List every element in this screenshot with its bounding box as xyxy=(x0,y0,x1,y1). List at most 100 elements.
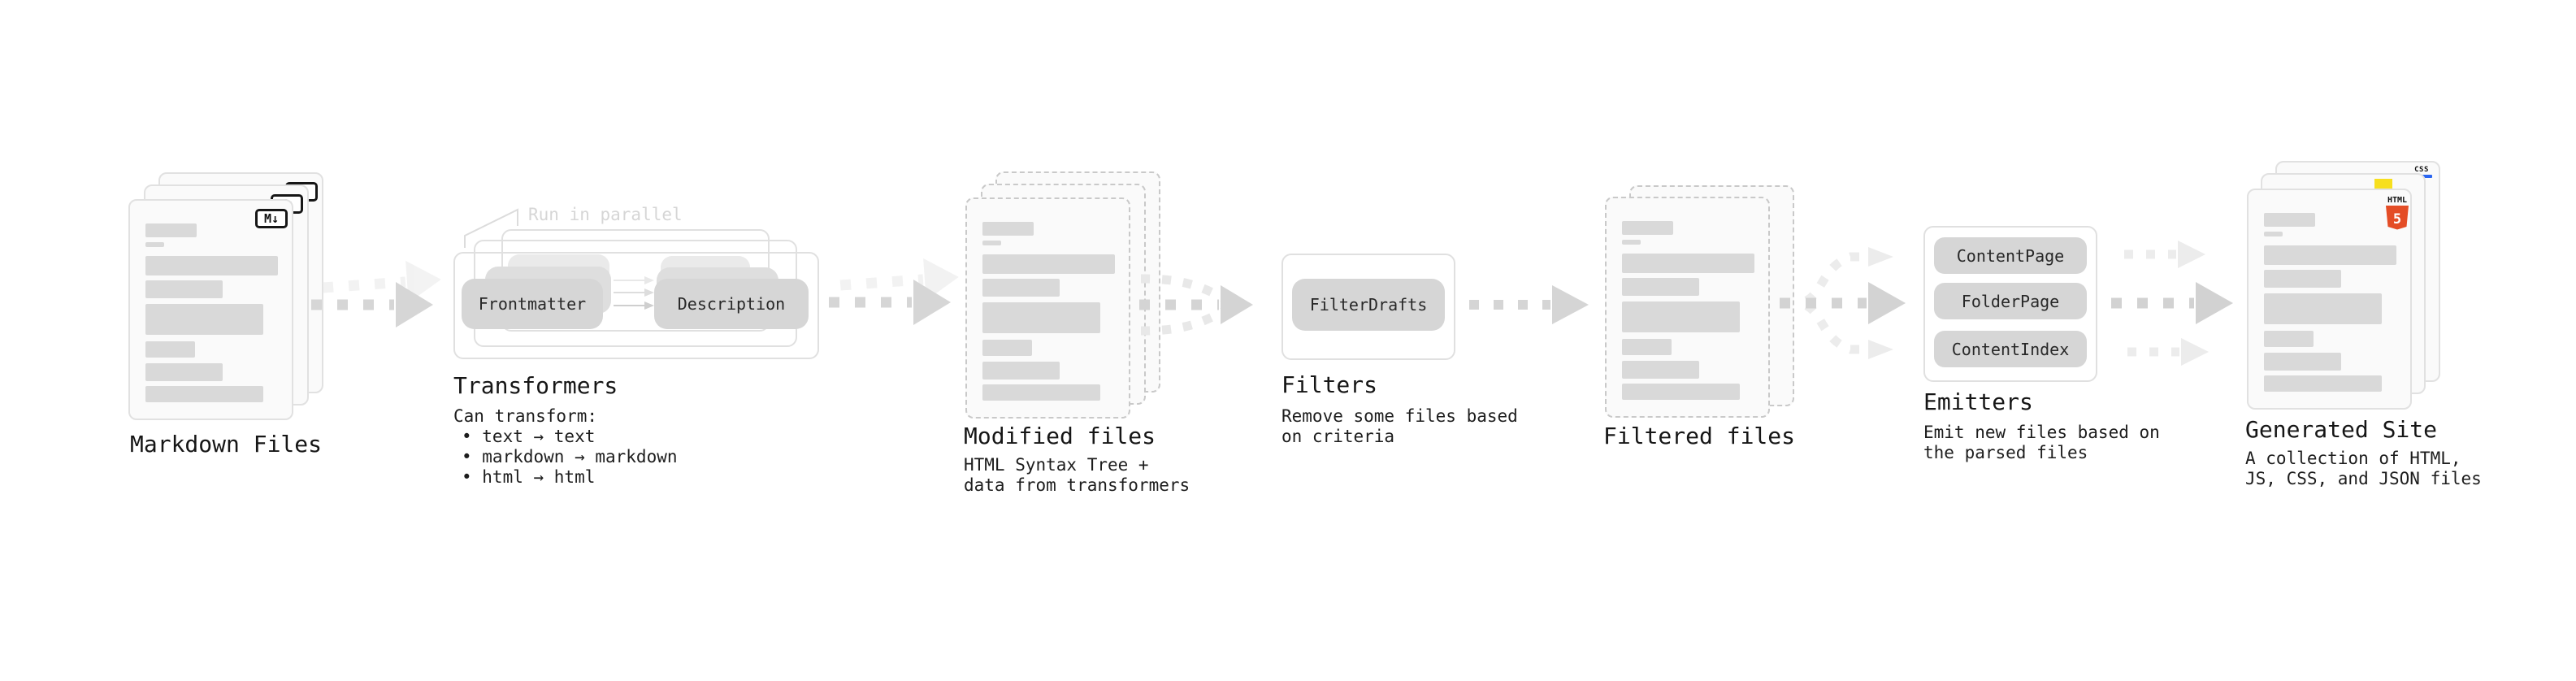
stage-description: Emit new files based on the parsed files xyxy=(1923,423,2160,463)
document-card: M↓ xyxy=(128,199,293,420)
skeleton-bar xyxy=(982,254,1115,274)
skeleton-bar xyxy=(982,362,1060,380)
arrowhead-icon xyxy=(2181,338,2209,366)
mini-arrow-icon xyxy=(614,288,654,297)
emitter-contentpage-chip: ContentPage xyxy=(1934,237,2087,274)
skeleton-bar xyxy=(145,242,164,247)
desc-line: Can transform: xyxy=(453,406,598,426)
skeleton-bar xyxy=(1622,240,1641,245)
skeleton-bar xyxy=(1622,221,1673,235)
arrowhead-icon xyxy=(2178,241,2205,268)
skeleton-bar xyxy=(1622,339,1672,355)
skeleton-bar xyxy=(2264,293,2382,324)
desc-line: • text → text xyxy=(462,427,596,446)
ghost-arrow-icon xyxy=(322,260,441,303)
arrow-modified-to-filters xyxy=(1139,274,1253,336)
stage-title: Filtered files xyxy=(1603,423,1796,449)
skeleton-bar xyxy=(145,386,263,402)
skeleton-lines xyxy=(1622,221,1754,400)
stage-title: Transformers xyxy=(453,372,618,399)
desc-line: HTML Syntax Tree + xyxy=(964,455,1149,475)
skeleton-bar xyxy=(982,222,1034,236)
desc-line: data from transformers xyxy=(964,475,1190,495)
arrowhead-icon xyxy=(1552,285,1589,324)
markdown-icon: M↓ xyxy=(255,209,288,228)
desc-line: A collection of HTML, xyxy=(2245,449,2461,468)
skeleton-bar xyxy=(982,241,1001,245)
arrowhead-icon xyxy=(396,282,433,327)
run-in-parallel-note: Run in parallel xyxy=(528,205,683,224)
arrow-filtered-to-emitters xyxy=(1780,247,1906,359)
skeleton-bar xyxy=(982,302,1100,333)
skeleton-bar xyxy=(1622,384,1740,400)
stage-description: A collection of HTML, JS, CSS, and JSON … xyxy=(2245,449,2482,489)
skeleton-bar xyxy=(982,279,1060,297)
skeleton-bar xyxy=(2264,213,2315,227)
desc-line: the parsed files xyxy=(1923,443,2088,462)
desc-line: • html → html xyxy=(462,467,596,487)
arrow-filters-to-filtered xyxy=(1469,285,1589,324)
arrow-transformers-to-modified xyxy=(829,258,959,325)
annotation-connector xyxy=(464,208,518,248)
skeleton-bar xyxy=(145,280,223,298)
mini-arrow-icon xyxy=(614,276,654,284)
stage-description: Remove some files based on criteria xyxy=(1281,406,1518,447)
desc-line: Emit new files based on xyxy=(1923,423,2160,442)
skeleton-bar xyxy=(145,256,278,275)
desc-line: JS, CSS, and JSON files xyxy=(2245,469,2482,488)
desc-line: Remove some files based xyxy=(1281,406,1518,426)
emitter-folderpage-chip: FolderPage xyxy=(1934,283,2087,319)
desc-line: on criteria xyxy=(1281,427,1395,446)
arrowhead-icon xyxy=(1868,282,1906,324)
arrowhead-icon xyxy=(1221,285,1253,324)
skeleton-bar xyxy=(1622,301,1740,332)
skeleton-lines xyxy=(145,223,278,402)
stage-title: Filters xyxy=(1281,371,1378,398)
stage-description: Can transform: • text → text • markdown … xyxy=(453,406,678,488)
document-card xyxy=(1605,197,1770,418)
document-card xyxy=(965,197,1130,419)
document-card: HTML 5 xyxy=(2247,189,2412,410)
arrowhead-icon xyxy=(913,280,951,325)
stage-title: Emitters xyxy=(1923,388,2033,415)
skeleton-lines xyxy=(2264,213,2396,392)
skeleton-bar xyxy=(2264,270,2341,288)
html5-icon: HTML 5 xyxy=(2386,196,2409,230)
skeleton-bar xyxy=(145,341,195,358)
skeleton-bar xyxy=(1622,361,1699,379)
arrowhead-icon xyxy=(2196,282,2233,324)
skeleton-bar xyxy=(2264,331,2314,347)
mini-arrow-icon xyxy=(614,301,654,310)
skeleton-bar xyxy=(2264,375,2382,392)
arrow-emitters-to-generated-top xyxy=(2124,241,2205,268)
skeleton-bar xyxy=(982,384,1100,401)
skeleton-bar xyxy=(145,363,223,381)
skeleton-lines xyxy=(982,222,1115,401)
stage-title: Modified files xyxy=(964,423,1156,449)
stage-description: HTML Syntax Tree + data from transformer… xyxy=(964,455,1190,496)
javascript-icon xyxy=(2374,179,2392,189)
html5-label: HTML xyxy=(2387,196,2407,205)
arrow-emitters-to-generated-bottom xyxy=(2127,338,2209,366)
skeleton-bar xyxy=(145,223,197,237)
skeleton-bar xyxy=(2264,245,2396,265)
emitter-contentindex-chip: ContentIndex xyxy=(1934,331,2087,367)
arrow-markdown-to-transformers xyxy=(311,260,441,327)
ghost-arrow-icon xyxy=(839,258,959,301)
transformer-description-chip: Description xyxy=(654,279,809,329)
transformer-frontmatter-chip: Frontmatter xyxy=(462,279,603,329)
stage-title: Generated Site xyxy=(2245,416,2438,443)
skeleton-bar xyxy=(982,340,1032,356)
skeleton-bar xyxy=(2264,353,2341,371)
stage-title: Markdown Files xyxy=(130,431,323,458)
filter-drafts-chip: FilterDrafts xyxy=(1292,279,1445,331)
skeleton-bar xyxy=(2264,232,2283,236)
html5-number: 5 xyxy=(2393,211,2401,228)
skeleton-bar xyxy=(1622,254,1754,273)
transformer-panel-front xyxy=(453,252,819,359)
skeleton-bar xyxy=(145,304,263,335)
desc-line: • markdown → markdown xyxy=(462,447,678,466)
css-badge-label: CSS xyxy=(2414,166,2429,174)
skeleton-bar xyxy=(1622,278,1699,296)
